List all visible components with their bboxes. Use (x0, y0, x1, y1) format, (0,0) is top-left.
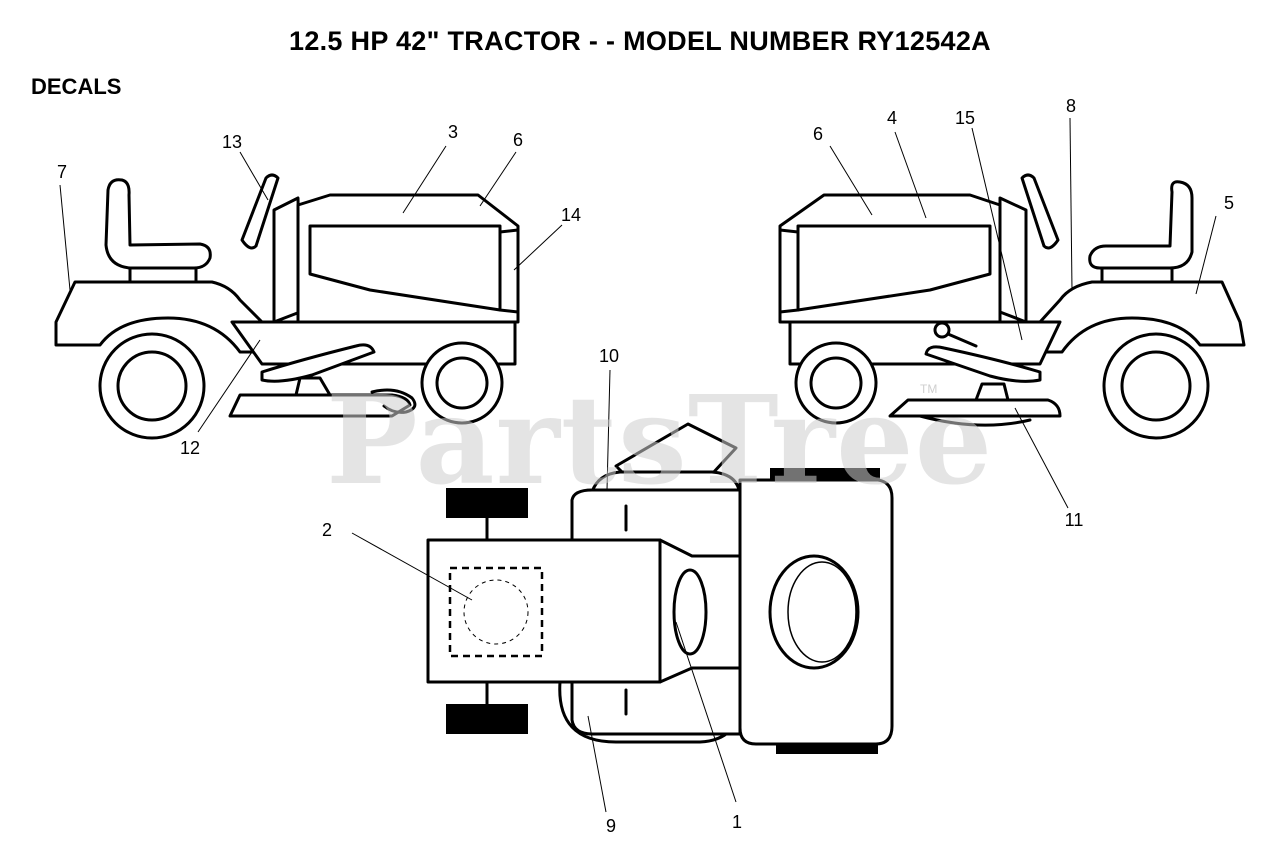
seat-base-left (128, 266, 198, 284)
callout-3: 3 (447, 122, 459, 142)
callout-5: 5 (1223, 193, 1235, 213)
hood-side-panel-left (308, 224, 502, 312)
callout-12: 12 (179, 438, 201, 458)
front-wheel-hub-left (435, 356, 489, 410)
callout-6-left: 6 (512, 130, 524, 150)
rear-wheel-hub-right (1120, 350, 1192, 422)
deck-lift-left (294, 376, 332, 397)
tractor-top-view (426, 422, 894, 754)
callout-10: 10 (598, 346, 620, 366)
deck-chute-left (370, 388, 417, 414)
section-heading: DECALS (31, 74, 122, 99)
fuel-cap-top (768, 554, 860, 670)
callout-8: 8 (1065, 96, 1077, 116)
front-tire-top-left (446, 488, 528, 518)
steering-wheel-left (240, 173, 280, 250)
tractor-left-side-view (54, 173, 520, 440)
seat-left (104, 178, 212, 270)
deck-lift-right (974, 382, 1010, 402)
fuel-cap-inner-top (787, 561, 857, 663)
callout-15: 15 (954, 108, 976, 128)
deck-pedal-left (260, 343, 376, 383)
decal-outline-circle (463, 579, 529, 645)
callout-9: 9 (605, 816, 617, 836)
rear-fender-right (1038, 280, 1246, 354)
mower-deck-right (888, 398, 1062, 418)
seat-base-right (1100, 266, 1174, 284)
watermark-trademark: TM (920, 382, 938, 396)
callout-14: 14 (560, 205, 582, 225)
tractor-right-side-view (778, 173, 1246, 440)
diagram-title: 12.5 HP 42" TRACTOR - - MODEL NUMBER RY1… (289, 26, 991, 56)
hood-side-panel-right (796, 224, 992, 312)
steering-wheel-top (672, 568, 708, 656)
callout-1: 1 (731, 812, 743, 832)
rear-wheel-hub-left (116, 350, 188, 422)
callout-6-right: 6 (812, 124, 824, 144)
callout-leaders (59, 117, 1217, 813)
lift-lever-right (946, 332, 978, 348)
front-tire-top-right (446, 704, 528, 734)
hood-left (296, 193, 520, 324)
callout-2: 2 (321, 520, 333, 540)
callout-13: 13 (221, 132, 243, 152)
lift-lever-knob-right (933, 321, 951, 339)
callout-11: 11 (1064, 510, 1084, 530)
front-wheel-hub-right (809, 356, 863, 410)
seat-right (1088, 180, 1194, 270)
steering-column-left (272, 196, 302, 324)
callout-7: 7 (56, 162, 68, 182)
grille-left (498, 228, 520, 314)
steering-wheel-right (1020, 173, 1060, 250)
rear-fender-left (54, 280, 264, 354)
decal-outline-square (448, 566, 544, 658)
hood-top (426, 538, 662, 684)
grille-right (778, 228, 800, 314)
callout-4: 4 (886, 108, 898, 128)
hood-right (778, 193, 1002, 324)
deck-pedal-right (924, 345, 1042, 383)
deck-chute-right (918, 414, 1032, 427)
